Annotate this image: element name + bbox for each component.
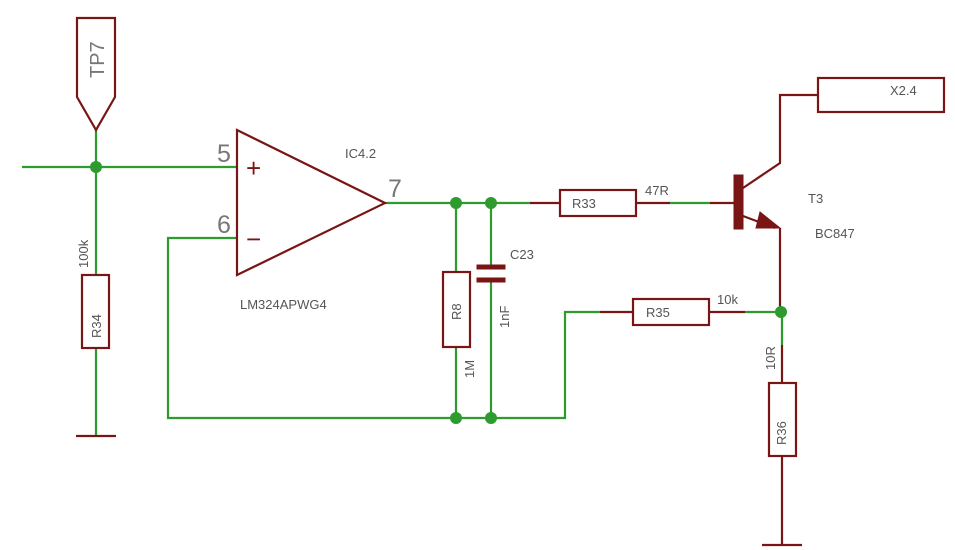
x24-body bbox=[816, 76, 946, 114]
c23-plate-bottom bbox=[476, 277, 506, 283]
resistor-r35: R35 10k bbox=[600, 292, 745, 327]
r8-ref: R8 bbox=[449, 303, 464, 320]
testpoint-shape bbox=[75, 16, 117, 133]
opamp-pin-7: 7 bbox=[388, 175, 402, 203]
junction-r8-bottom bbox=[450, 412, 462, 424]
t3-part: BC847 bbox=[815, 226, 855, 241]
junction-c23-bottom bbox=[485, 412, 497, 424]
opamp-plus-sign: + bbox=[246, 153, 261, 183]
r8-value: 1M bbox=[462, 360, 477, 378]
opamp-part: LM324APWG4 bbox=[240, 297, 327, 312]
opamp-pin-6: 6 bbox=[217, 211, 231, 239]
capacitor-c23: C23 1nF bbox=[476, 247, 534, 328]
r35-body bbox=[631, 297, 711, 327]
x24-ref: X2.4 bbox=[890, 83, 917, 98]
c23-value: 1nF bbox=[497, 306, 512, 328]
r8-body bbox=[441, 270, 472, 349]
r34-body bbox=[80, 273, 111, 350]
transistor-t3: T3 BC847 bbox=[710, 93, 855, 312]
r35-ref: R35 bbox=[646, 305, 670, 320]
opamp-ic4-2: + − 5 6 7 IC4.2 LM324APWG4 bbox=[217, 128, 402, 312]
junction-emitter bbox=[775, 306, 787, 318]
r35-value: 10k bbox=[717, 292, 738, 307]
t3-base-bar bbox=[733, 174, 744, 230]
r33-value: 47R bbox=[645, 183, 669, 198]
resistor-r36: R36 10R bbox=[763, 345, 798, 545]
opamp-pin-5: 5 bbox=[217, 140, 231, 168]
t3-collector-lead bbox=[742, 93, 818, 189]
opamp-minus-sign: − bbox=[246, 224, 261, 254]
c23-plate-top bbox=[476, 264, 506, 270]
opamp-triangle bbox=[235, 128, 388, 277]
resistor-r8: R8 1M bbox=[441, 270, 477, 378]
junction-c23-top bbox=[485, 197, 497, 209]
wire-feedback bbox=[166, 236, 600, 420]
wires bbox=[22, 130, 784, 435]
junction-input bbox=[90, 161, 102, 173]
resistor-r33: R33 47R bbox=[530, 183, 670, 218]
testpoint-label: TP7 bbox=[87, 41, 109, 78]
testpoint-tp7: TP7 bbox=[75, 16, 117, 133]
opamp-ref: IC4.2 bbox=[345, 146, 376, 161]
c23-ref: C23 bbox=[510, 247, 534, 262]
r34-value: 100k bbox=[76, 239, 91, 268]
r36-ref: R36 bbox=[774, 421, 789, 445]
r36-value: 10R bbox=[763, 346, 778, 370]
r33-ref: R33 bbox=[572, 196, 596, 211]
r34-ref: R34 bbox=[89, 314, 104, 338]
t3-emitter-arrow bbox=[755, 211, 782, 229]
junction-r8-top bbox=[450, 197, 462, 209]
junctions bbox=[90, 161, 787, 424]
t3-ref: T3 bbox=[808, 191, 823, 206]
connector-x2-4: X2.4 bbox=[816, 76, 946, 114]
resistor-r34: R34 100k bbox=[76, 239, 111, 350]
